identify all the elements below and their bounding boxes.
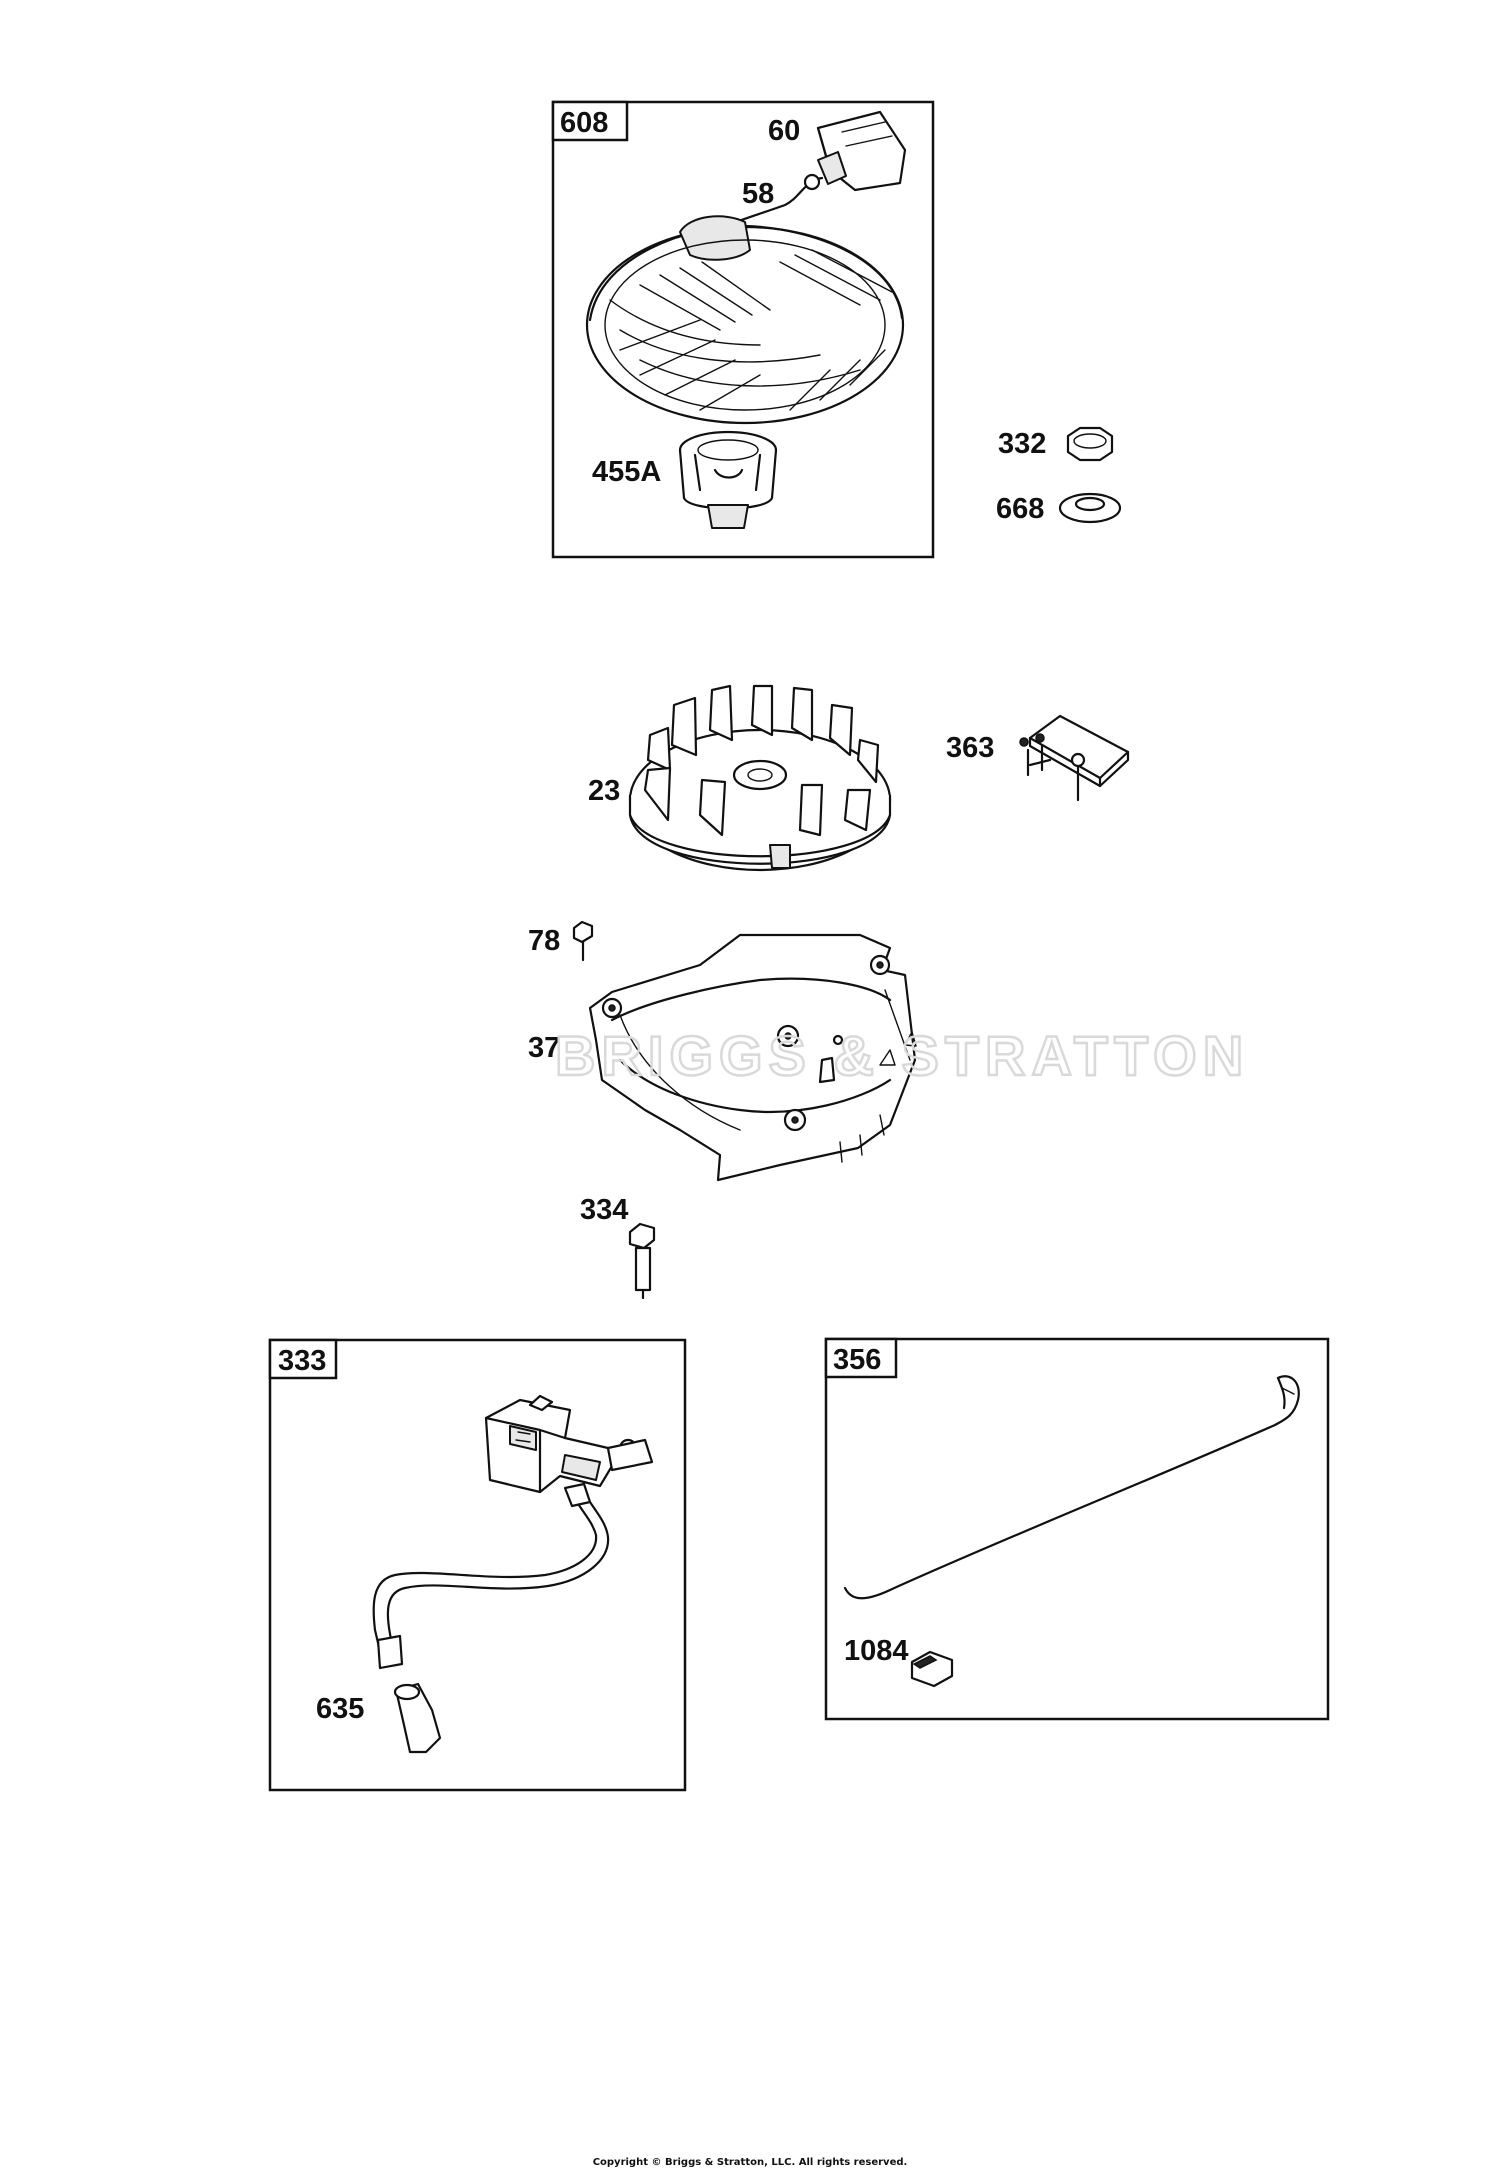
box-356-label: 356 xyxy=(833,1344,881,1376)
part-78-bolt: 78 xyxy=(528,920,594,962)
part-label-1084: 1084 xyxy=(844,1635,909,1667)
box-608-label: 608 xyxy=(560,107,608,139)
part-label-78: 78 xyxy=(528,925,560,957)
box-356-frame xyxy=(824,1337,1330,1721)
part-label-23: 23 xyxy=(588,775,620,807)
box-608-tag xyxy=(551,100,629,142)
part-668-washer: 668 xyxy=(996,492,1122,525)
part-label-58: 58 xyxy=(742,178,774,210)
part-label-37: 37 xyxy=(528,1032,560,1064)
part-363-bracket: 363 xyxy=(946,714,1130,802)
part-label-668: 668 xyxy=(996,493,1044,525)
part-label-332: 332 xyxy=(998,428,1046,460)
starter-housing-part xyxy=(585,215,905,425)
box-608-frame xyxy=(551,100,935,559)
watermark-text: BRIGGS & STRATTON xyxy=(555,1024,1249,1087)
box-333-label: 333 xyxy=(278,1345,326,1377)
part-23-flywheel: 23 xyxy=(588,684,892,872)
starter-cup-part xyxy=(678,430,778,529)
part-label-455a: 455A xyxy=(592,456,661,488)
part-label-363: 363 xyxy=(946,732,994,764)
copyright-notice: Copyright © Briggs & Stratton, LLC. All … xyxy=(592,2157,908,2168)
box-356-tag xyxy=(824,1337,898,1379)
group-608-rewind-starter: 608 60 58 455A xyxy=(551,100,935,559)
part-334-screw: 334 xyxy=(580,1194,656,1300)
part-332-nut: 332 xyxy=(998,426,1114,462)
rope-grommet xyxy=(803,173,821,191)
group-356-ground-wire: 356 1084 xyxy=(824,1337,1330,1721)
part-37-blower-housing: 37 BRIGGS & STRATTON xyxy=(528,933,1249,1182)
box-333-frame xyxy=(268,1338,687,1792)
part-label-334: 334 xyxy=(580,1194,628,1226)
part-label-60: 60 xyxy=(768,115,800,147)
part-label-635: 635 xyxy=(316,1693,364,1725)
group-333-armature: 333 635 xyxy=(268,1338,687,1792)
starter-handle-part xyxy=(816,110,907,192)
box-333-tag xyxy=(268,1338,338,1380)
